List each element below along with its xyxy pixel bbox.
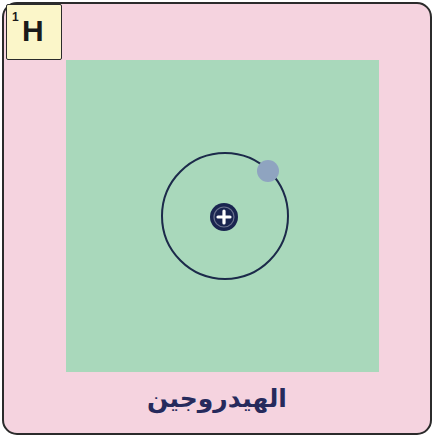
electron-orbit [162,153,288,279]
element-symbol-box: 1H [6,4,62,60]
proton-plus-sign [218,211,230,223]
element-name: الهيدروجين [3,380,431,418]
element-symbol: H [22,15,44,47]
card-background [3,3,431,434]
nucleus-ring [214,207,234,227]
mass-number: 1 [12,11,19,23]
green-panel [66,60,379,372]
electron [257,160,279,182]
nucleus [210,203,238,231]
element-card: الهيدروجين 1H [3,3,431,434]
